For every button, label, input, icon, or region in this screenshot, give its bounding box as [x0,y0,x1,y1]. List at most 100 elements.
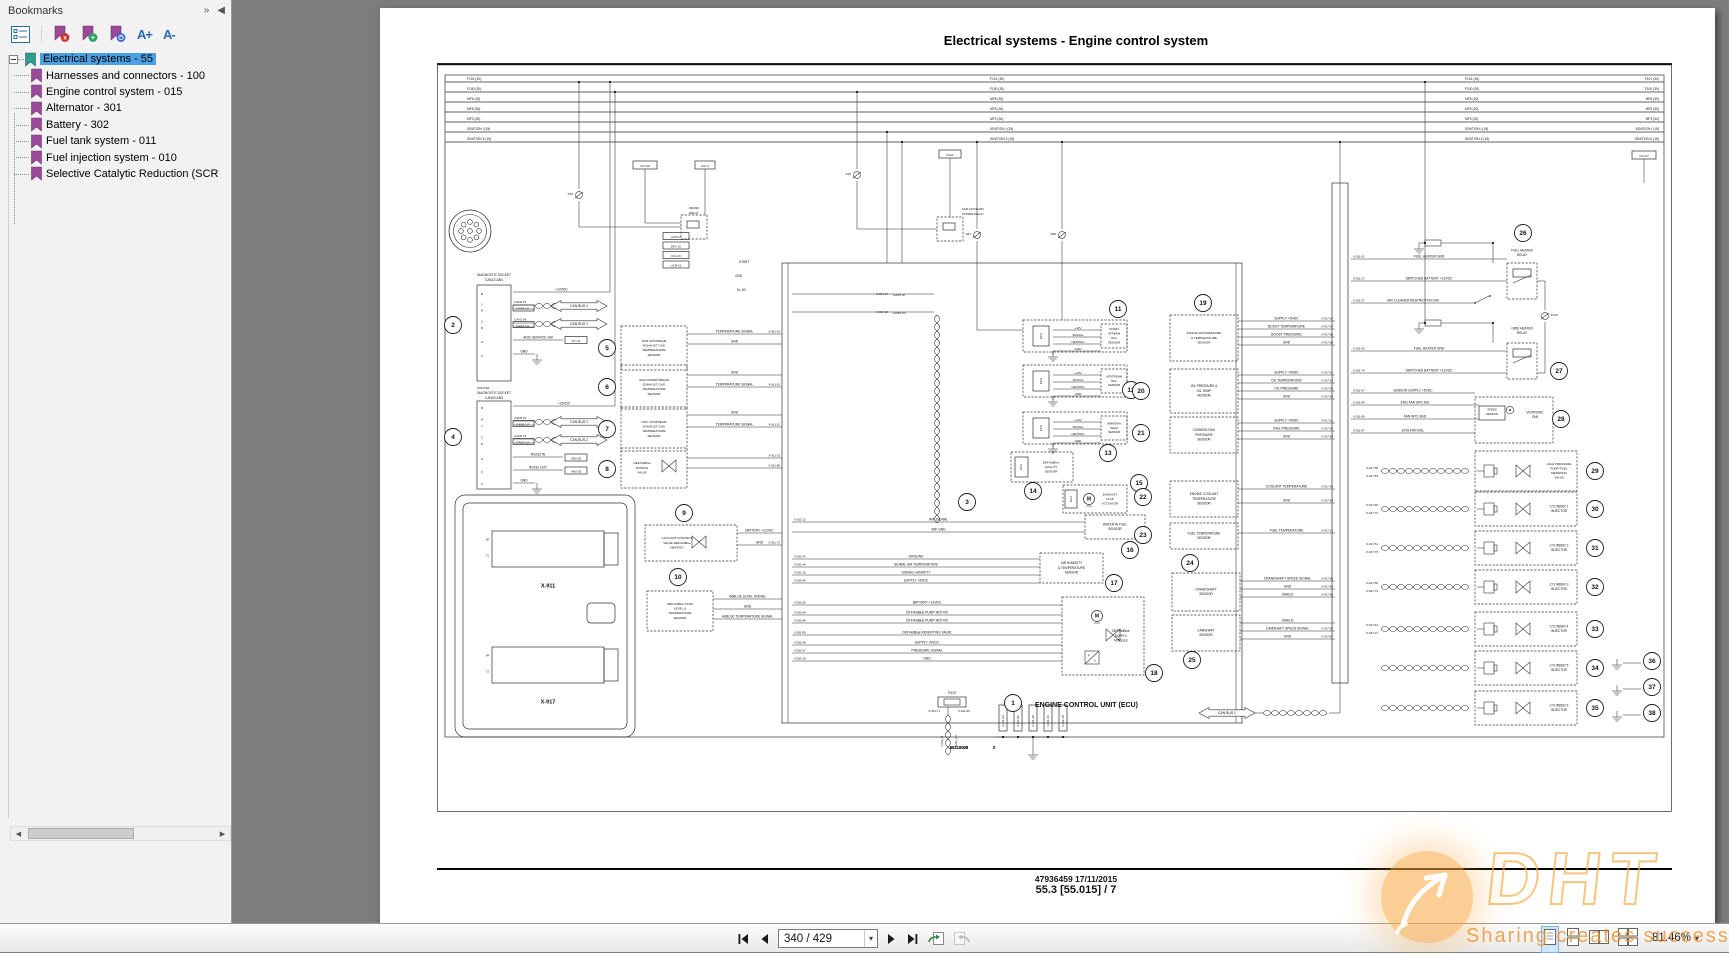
expand-bookmark-icon[interactable] [109,25,126,43]
sidebar-item-root[interactable]: Electrical systems - 55 [0,51,231,67]
delete-bookmark-icon[interactable]: x [53,25,70,43]
svg-text:ECU: ECU [1039,425,1043,431]
svg-text:HEATING: HEATING [1071,385,1085,389]
scrollbar-track[interactable] [26,827,215,840]
single-page-view-button[interactable] [1541,926,1559,953]
previous-page-button[interactable] [759,933,770,945]
svg-text:TEMPERATURE: TEMPERATURE [642,429,665,433]
svg-text:SIGNAL: SIGNAL [1072,333,1083,337]
svg-text:X-911-97: X-911-97 [794,648,806,652]
collapse-panel-icon[interactable]: » [203,5,210,16]
component-callout-31: 31 [1586,539,1604,557]
svg-text:CYLINDER 1: CYLINDER 1 [1550,504,1569,508]
svg-text:+12VDC: +12VDC [558,401,571,405]
zoom-dropdown-icon[interactable]: ▾ [1695,933,1700,943]
facing-view-button[interactable] [1589,928,1609,951]
component-callout-6: 6 [598,378,616,396]
hide-panel-icon[interactable]: ◀ [217,5,225,16]
svg-text:TEMPERATURE SIGNAL: TEMPERATURE SIGNAL [716,329,754,333]
continuous-facing-view-button[interactable] [1618,928,1638,951]
page-layout-controls [1541,926,1638,953]
svg-text:X-917-65: X-917-65 [1321,576,1333,580]
scrollbar-thumb[interactable] [28,828,134,839]
svg-text:(NH3): (NH3) [1110,426,1118,430]
svg-text:CAN5 HI: CAN5 HI [893,293,905,297]
svg-text:CAN1 LO: CAN1 LO [516,324,530,328]
svg-text:CRANK: CRANK [689,206,700,210]
svg-text:OIL TEMP: OIL TEMP [1197,389,1212,393]
sidebar-hscrollbar[interactable]: ◀ ▶ [10,826,231,841]
scroll-left-icon[interactable]: ◀ [11,827,26,840]
svg-text:ACTUATOR: ACTUATOR [1102,501,1119,505]
continuous-view-button[interactable] [1566,928,1580,951]
svg-text:GRID HEATER: GRID HEATER [1511,326,1533,330]
svg-text:POWER RELAY: POWER RELAY [962,212,984,216]
svg-text:OIL PRESSURE: OIL PRESSURE [1274,386,1299,390]
svg-text:X-911-28: X-911-28 [1031,715,1035,727]
page-dropdown-icon[interactable]: ▾ [863,930,877,947]
svg-text:SUPPLY: SUPPLY [1115,634,1128,638]
svg-text:13: 13 [1104,450,1112,457]
svg-text:SWITCHED BATTERY +12VDC: SWITCHED BATTERY +12VDC [1406,368,1453,372]
svg-text:X-911-23: X-911-23 [768,453,780,457]
font-decrease-button[interactable]: A- [162,26,176,42]
first-page-button[interactable] [737,933,751,945]
svg-text:X-917-75: X-917-75 [1366,550,1378,554]
svg-text:F33: F33 [568,192,574,196]
sidebar-item-7[interactable]: Selective Catalytic Reduction (SCR [0,166,231,182]
sidebar-item-4[interactable]: Battery - 302 [0,117,231,133]
svg-text:DEF/AdBlue REVERTING VALVE: DEF/AdBlue REVERTING VALVE [902,630,952,634]
last-page-button[interactable] [905,933,919,945]
svg-text:11: 11 [1115,306,1122,313]
scroll-right-icon[interactable]: ▶ [215,827,230,840]
sidebar-item-label: Harnesses and connectors - 100 [46,69,205,82]
zoom-control[interactable]: 81.46% ▾ [1652,932,1699,944]
svg-text:X-917-43: X-917-43 [1366,623,1378,627]
document-canvas: Electrical systems - Engine control syst… [233,0,1729,923]
next-page-button[interactable] [886,933,897,945]
svg-text:GND: GND [1075,439,1083,443]
svg-text:G: G [481,340,484,344]
sidebar-item-3[interactable]: Alternator - 301 [0,100,231,116]
previous-view-button[interactable] [927,931,945,946]
page-number-input[interactable]: 340 / 429 ▾ [778,929,878,948]
svg-text:CYLINDER 2: CYLINDER 2 [1550,543,1569,547]
sidebar-item-label: Electrical systems - 55 [40,53,157,66]
svg-text:VALVE: VALVE [637,470,647,474]
watermark-logo-circle [1381,851,1473,943]
svg-text:BATTERY +12VDC: BATTERY +12VDC [913,600,942,604]
svg-text:+: + [91,33,96,42]
sidebar-item-6[interactable]: Fuel injection system - 010 [0,149,231,165]
sidebar-item-1[interactable]: Harnesses and connectors - 100 [0,67,231,83]
panel-divider [8,55,9,818]
svg-text:FUEL HEATER GND: FUEL HEATER GND [1414,254,1445,258]
svg-text:+12VDC: +12VDC [555,287,568,291]
bookmarks-toolbar: x + A+ A- [0,21,231,49]
svg-text:F88: F88 [1051,232,1057,236]
svg-text:X-911-37: X-911-37 [1353,298,1365,302]
svg-text:X-911-43: X-911-43 [794,554,806,558]
sidebar-item-5[interactable]: Fuel tank system - 011 [0,133,231,149]
svg-text:X-917-45: X-917-45 [1321,584,1333,588]
svg-text:CAN2 HI: CAN2 HI [514,434,526,438]
add-bookmark-icon[interactable]: + [81,25,98,43]
svg-text:19: 19 [1199,300,1207,307]
svg-text:CAMSHAFT: CAMSHAFT [1197,628,1215,632]
bookmark-options-icon[interactable] [11,25,30,43]
collapse-node-icon[interactable] [9,54,18,64]
svg-text:GND: GND [1283,434,1291,438]
component-callout-21: 21 [1132,424,1150,442]
sidebar-item-2[interactable]: Engine control system - 015 [0,84,231,100]
footer-rule [437,868,1672,870]
font-increase-button[interactable]: A+ [137,26,153,42]
svg-text:M: M [1087,497,1091,503]
svg-text:INTAKE AIR PRESSURE: INTAKE AIR PRESSURE [1187,331,1222,335]
bookmarks-tree: Electrical systems - 55 Harnesses and co… [0,49,231,224]
next-view-button[interactable] [953,931,971,946]
svg-text:GND: GND [731,370,739,374]
svg-text:84: 84 [486,538,489,542]
svg-text:18: 18 [1150,670,1158,677]
